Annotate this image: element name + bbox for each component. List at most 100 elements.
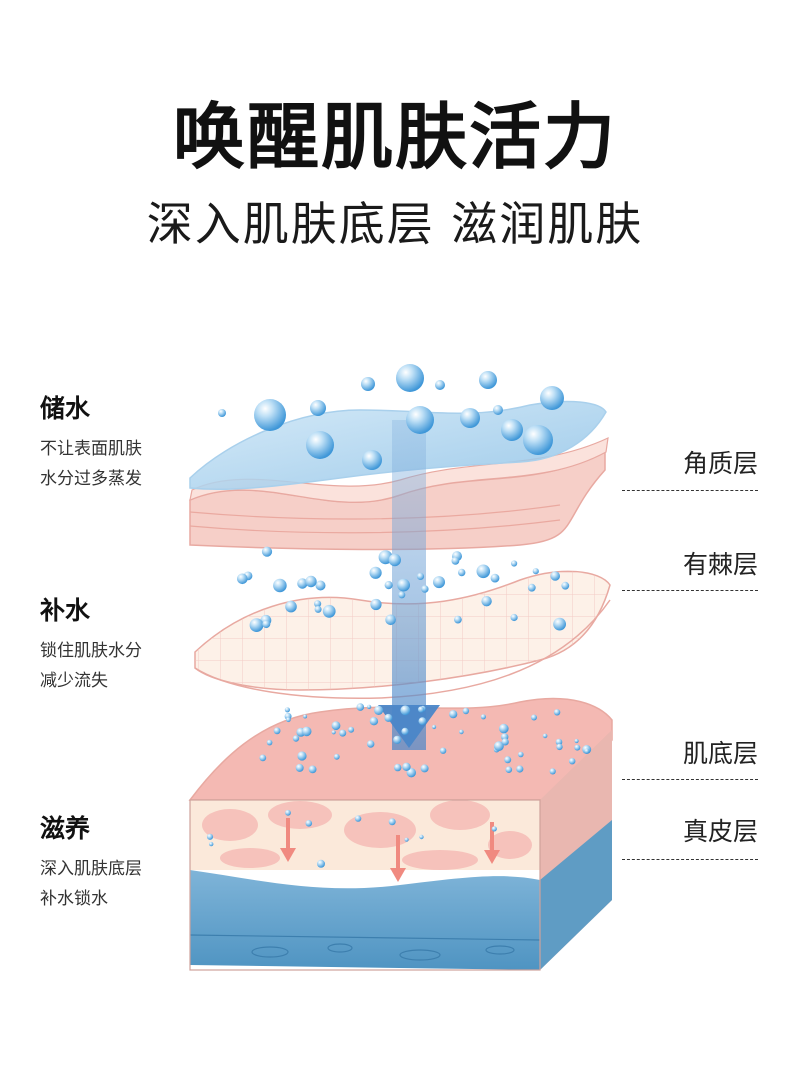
water-bubble xyxy=(419,834,424,840)
water-bubble xyxy=(460,408,480,428)
water-bubble xyxy=(295,763,304,772)
water-bubble xyxy=(398,591,406,599)
water-bubble xyxy=(209,841,214,847)
water-bubble xyxy=(480,714,486,720)
water-bubble xyxy=(356,703,365,711)
water-bubble xyxy=(385,614,396,626)
layer-label-dermis: 真皮层 xyxy=(682,817,758,846)
water-bubble xyxy=(553,617,566,631)
water-bubble xyxy=(308,765,317,774)
feature-line: 补水锁水 xyxy=(40,889,108,909)
feature-nourish: 滋养 深入肌肤底层 补水锁水 xyxy=(40,812,210,914)
feature-title: 滋养 xyxy=(40,814,91,843)
water-bubble xyxy=(273,578,287,593)
feature-hydrate: 补水 锁住肌肤水分 减少流失 xyxy=(40,594,210,696)
water-bubble xyxy=(499,723,509,734)
water-bubble xyxy=(305,575,317,588)
skin-block xyxy=(188,697,613,971)
water-bubble xyxy=(481,596,492,607)
water-bubble xyxy=(550,571,560,581)
water-bubble xyxy=(314,600,322,608)
water-bubble xyxy=(493,405,503,415)
feature-line: 减少流失 xyxy=(40,671,108,691)
water-bubble xyxy=(393,735,402,744)
water-bubble xyxy=(297,578,308,589)
water-bubble xyxy=(367,740,375,748)
water-bubble xyxy=(561,581,570,590)
water-bubble xyxy=(510,613,518,622)
water-bubble xyxy=(388,818,396,826)
water-bubble xyxy=(449,710,458,719)
layer-divider xyxy=(622,590,758,591)
water-bubble xyxy=(584,748,590,754)
water-bubble xyxy=(542,733,548,739)
water-bubble xyxy=(259,754,267,762)
feature-storage: 储水 不让表面肌肤 水分过多蒸发 xyxy=(40,392,210,494)
water-bubble xyxy=(317,859,325,868)
water-bubble xyxy=(303,714,308,719)
water-bubble xyxy=(273,727,281,735)
water-bubble xyxy=(394,763,402,772)
water-bubble xyxy=(286,717,291,723)
water-bubble xyxy=(462,707,470,715)
water-bubble xyxy=(553,709,561,716)
water-bubble xyxy=(574,738,579,744)
water-bubble xyxy=(435,380,445,390)
water-bubble xyxy=(262,620,271,629)
water-bubble xyxy=(491,826,497,832)
water-bubble xyxy=(402,762,411,771)
water-bubble xyxy=(556,743,563,751)
layer-divider xyxy=(622,490,758,491)
water-bubble xyxy=(261,546,273,557)
feature-line: 不让表面肌肤 xyxy=(40,439,142,459)
water-bubble xyxy=(348,726,355,733)
water-bubble xyxy=(369,566,382,579)
water-bubble xyxy=(416,572,425,581)
water-bubble xyxy=(406,406,434,434)
water-bubble xyxy=(421,585,429,593)
layer-label-stratum-corneum: 角质层 xyxy=(682,449,758,478)
water-bubble xyxy=(396,364,424,392)
feature-title: 储水 xyxy=(40,394,91,423)
water-bubble xyxy=(439,747,447,754)
water-bubble xyxy=(292,735,300,742)
feature-line: 锁住肌肤水分 xyxy=(40,641,142,661)
water-bubble xyxy=(388,553,401,567)
water-bubble xyxy=(432,724,437,730)
water-bubble xyxy=(569,758,576,765)
water-bubble xyxy=(532,568,539,575)
feature-line: 水分过多蒸发 xyxy=(40,469,142,489)
water-bubble xyxy=(301,726,312,737)
water-bubble xyxy=(397,578,410,592)
layer-label-spinous: 有棘层 xyxy=(682,550,758,579)
water-bubble xyxy=(285,809,291,816)
water-bubble xyxy=(518,751,524,758)
water-bubble xyxy=(285,600,297,613)
water-bubble xyxy=(306,431,334,459)
water-bubble xyxy=(454,615,462,624)
water-bubble xyxy=(366,704,372,710)
water-bubble xyxy=(249,618,264,632)
water-bubble xyxy=(527,583,536,592)
layer-label-basal: 肌底层 xyxy=(682,739,758,768)
water-bubble xyxy=(362,450,382,470)
feature-title: 补水 xyxy=(40,596,91,625)
water-bubble xyxy=(404,837,409,842)
nourish-arrows xyxy=(280,818,500,882)
water-bubble xyxy=(574,744,581,751)
layer-divider xyxy=(622,859,758,860)
water-bubble xyxy=(531,714,537,721)
water-bubble xyxy=(369,717,379,726)
water-bubble xyxy=(406,768,416,778)
water-bubble xyxy=(361,377,375,391)
water-bubble xyxy=(339,729,347,737)
page-title: 唤醒肌肤活力 xyxy=(172,95,617,179)
water-bubble xyxy=(549,768,556,775)
water-bubble xyxy=(384,581,393,590)
water-bubble xyxy=(459,729,464,735)
water-bubble xyxy=(504,756,512,764)
water-bubble xyxy=(516,765,524,773)
water-bubble xyxy=(331,721,341,731)
